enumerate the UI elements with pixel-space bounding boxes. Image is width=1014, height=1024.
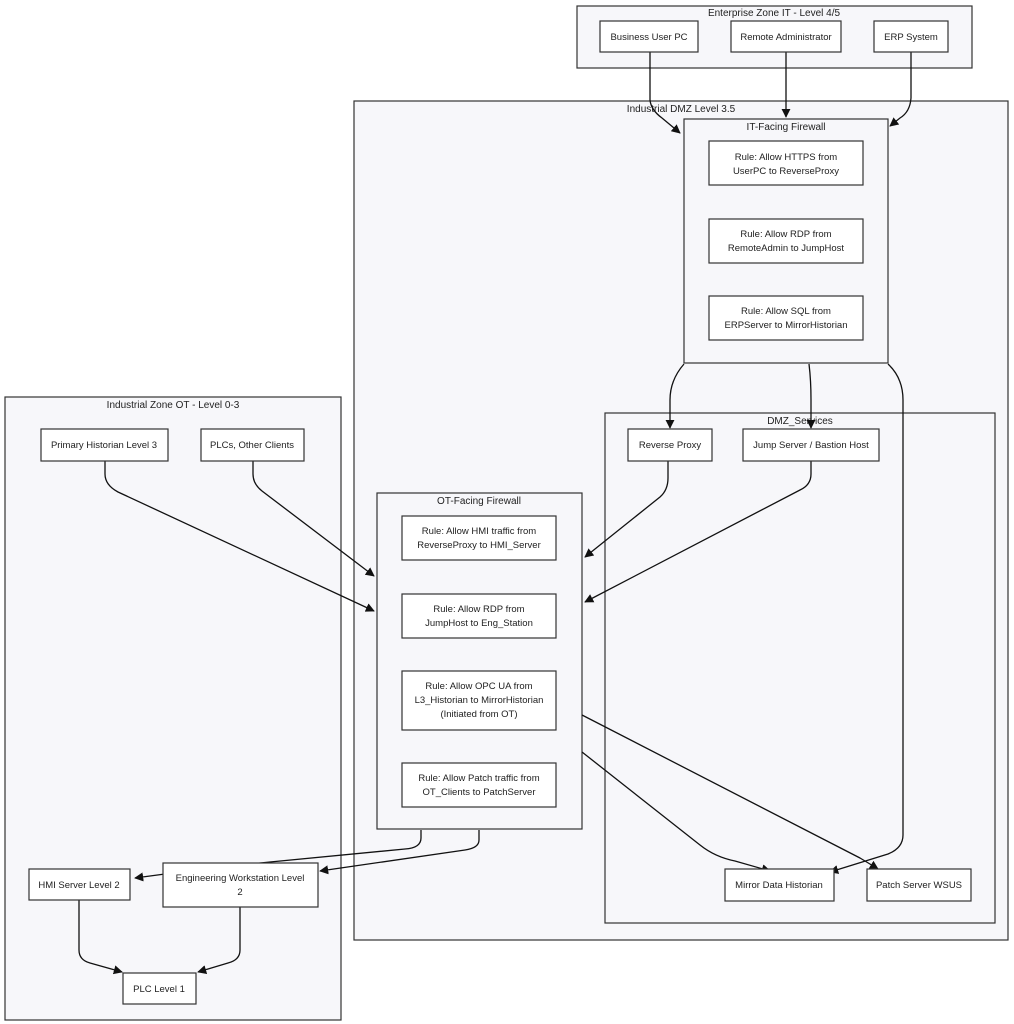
node-jump-server[interactable]: Jump Server / Bastion Host xyxy=(742,428,880,462)
ot-zone: Industrial Zone OT - Level 0-3 xyxy=(4,396,342,1021)
it-rule-rdp-line2: RemoteAdmin to JumpHost xyxy=(728,243,845,254)
edge-it-firewall-to-mirror-historian xyxy=(829,363,904,874)
edge-reverse-proxy-to-ot-firewall xyxy=(584,461,669,558)
edge-eng-workstation-to-plc xyxy=(197,907,241,975)
node-hmi-server[interactable]: HMI Server Level 2 xyxy=(28,868,131,901)
edge-ot-firewall-to-eng-workstation xyxy=(319,830,480,875)
edge-it-firewall-to-jump-server xyxy=(806,363,816,429)
edge-jump-server-to-ot-firewall xyxy=(584,461,812,603)
it-rule-https-line2: UserPC to ReverseProxy xyxy=(733,166,839,177)
plcs-other-clients-label: PLCs, Other Clients xyxy=(210,440,294,451)
remote-administrator-label: Remote Administrator xyxy=(740,32,831,43)
ot-rule-opcua-line1: Rule: Allow OPC UA from xyxy=(425,681,532,692)
ot-rule-rdp-line2: JumpHost to Eng_Station xyxy=(425,618,533,629)
reverse-proxy-label: Reverse Proxy xyxy=(639,440,702,451)
ot-rule-hmi-line2: ReverseProxy to HMI_Server xyxy=(417,540,541,551)
edges xyxy=(78,52,912,975)
eng-workstation-line1: Engineering Workstation Level xyxy=(176,873,305,884)
dmz-services-zone: DMZ_Services xyxy=(604,412,996,924)
edge-plcs-to-ot-firewall xyxy=(252,461,375,577)
it-firewall-title: IT-Facing Firewall xyxy=(747,122,826,133)
erp-system-label: ERP System xyxy=(884,32,938,43)
node-ot-rule-patch[interactable]: Rule: Allow Patch traffic from OT_Client… xyxy=(401,762,557,808)
node-patch-server[interactable]: Patch Server WSUS xyxy=(866,868,972,902)
patch-server-label: Patch Server WSUS xyxy=(876,880,962,891)
node-erp-system[interactable]: ERP System xyxy=(873,20,949,53)
node-remote-administrator[interactable]: Remote Administrator xyxy=(730,20,842,53)
edge-primary-historian-to-ot-firewall xyxy=(104,461,375,612)
node-mirror-historian[interactable]: Mirror Data Historian xyxy=(724,868,835,902)
edge-erp-to-it-firewall xyxy=(889,52,912,127)
ot-rule-rdp-line1: Rule: Allow RDP from xyxy=(433,604,524,615)
node-plc-level-1[interactable]: PLC Level 1 xyxy=(122,972,197,1005)
ot-rule-opcua-line2: L3_Historian to MirrorHistorian xyxy=(415,695,544,706)
node-engineering-workstation[interactable]: Engineering Workstation Level 2 xyxy=(162,862,319,908)
node-reverse-proxy[interactable]: Reverse Proxy xyxy=(627,428,713,462)
ot-rule-patch-line1: Rule: Allow Patch traffic from xyxy=(418,773,539,784)
edge-ot-firewall-to-patch-server xyxy=(581,714,879,870)
edge-it-firewall-to-reverse-proxy xyxy=(665,363,685,429)
node-ot-rule-hmi[interactable]: Rule: Allow HMI traffic from ReverseProx… xyxy=(401,515,557,561)
it-rule-rdp-line1: Rule: Allow RDP from xyxy=(740,229,831,240)
jump-server-label: Jump Server / Bastion Host xyxy=(753,440,869,451)
edge-userpc-to-it-firewall xyxy=(649,52,681,134)
eng-workstation-line2: 2 xyxy=(237,887,242,898)
it-rule-sql-line1: Rule: Allow SQL from xyxy=(741,306,831,317)
node-ot-rule-rdp[interactable]: Rule: Allow RDP from JumpHost to Eng_Sta… xyxy=(401,593,557,639)
dmz-zone-title: Industrial DMZ Level 3.5 xyxy=(627,104,736,115)
node-ot-rule-opcua[interactable]: Rule: Allow OPC UA from L3_Historian to … xyxy=(401,670,557,731)
enterprise-zone-title: Enterprise Zone IT - Level 4/5 xyxy=(708,8,841,19)
it-rule-sql-line2: ERPServer to MirrorHistorian xyxy=(725,320,848,331)
it-rule-https-line1: Rule: Allow HTTPS from xyxy=(735,152,837,163)
node-business-user-pc[interactable]: Business User PC xyxy=(599,20,699,53)
hmi-server-label: HMI Server Level 2 xyxy=(38,880,119,891)
ot-rule-patch-line2: OT_Clients to PatchServer xyxy=(423,787,536,798)
plc-level-1-label: PLC Level 1 xyxy=(133,984,185,995)
ot-rule-hmi-line1: Rule: Allow HMI traffic from xyxy=(422,526,536,537)
ot-firewall-title: OT-Facing Firewall xyxy=(437,496,521,507)
node-it-rule-sql[interactable]: Rule: Allow SQL from ERPServer to Mirror… xyxy=(708,295,864,341)
mirror-historian-label: Mirror Data Historian xyxy=(735,880,823,891)
primary-historian-label: Primary Historian Level 3 xyxy=(51,440,157,451)
edge-ot-firewall-to-mirror-historian xyxy=(581,751,771,874)
node-plcs-other-clients[interactable]: PLCs, Other Clients xyxy=(200,428,305,462)
dmz-services-title: DMZ_Services xyxy=(767,416,833,427)
edge-hmi-server-to-plc xyxy=(78,900,123,975)
business-user-pc-label: Business User PC xyxy=(610,32,687,43)
node-primary-historian[interactable]: Primary Historian Level 3 xyxy=(40,428,169,462)
ot-zone-title: Industrial Zone OT - Level 0-3 xyxy=(107,400,240,411)
node-it-rule-rdp[interactable]: Rule: Allow RDP from RemoteAdmin to Jump… xyxy=(708,218,864,264)
ot-rule-opcua-line3: (Initiated from OT) xyxy=(440,709,517,720)
node-it-rule-https[interactable]: Rule: Allow HTTPS from UserPC to Reverse… xyxy=(708,140,864,186)
